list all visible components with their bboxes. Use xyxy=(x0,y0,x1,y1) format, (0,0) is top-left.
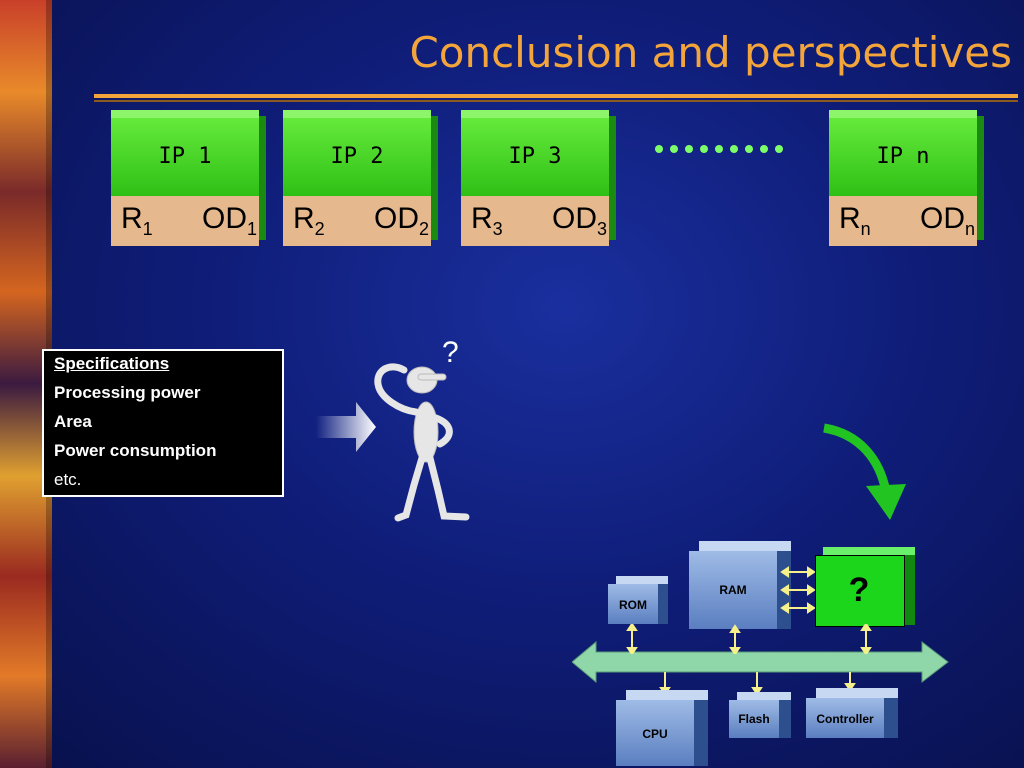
bus-connector-arrows xyxy=(626,624,872,654)
controller-block: Controller xyxy=(806,688,898,738)
specifications-heading: Specifications xyxy=(54,354,170,373)
od-label: OD1 xyxy=(201,202,257,239)
spec-item: Power consumption xyxy=(54,441,217,460)
curved-arrow-icon xyxy=(823,423,906,520)
od-label: ODn xyxy=(919,202,975,239)
specifications-box: Specifications Processing power Area Pow… xyxy=(42,349,284,497)
ip-label: IP 3 xyxy=(508,144,562,169)
reliability-label: R1 xyxy=(121,202,153,239)
reliability-label: R2 xyxy=(293,202,325,239)
ip-block-1: IP 1 R1 OD1 xyxy=(111,110,266,246)
ip-block-2: IP 2 R2 OD2 xyxy=(283,110,438,246)
flash-block: Flash xyxy=(729,692,791,738)
double-arrows-icon xyxy=(780,566,816,614)
reliability-label: R3 xyxy=(471,202,503,239)
ram-block: RAM xyxy=(689,541,791,629)
slide-title: Conclusion and perspectives xyxy=(409,28,1012,77)
spec-item: etc. xyxy=(54,470,82,489)
ip-label: IP n xyxy=(876,144,930,169)
right-arrow-icon xyxy=(316,402,376,452)
cpu-block: CPU xyxy=(616,690,708,766)
ellipsis-dots xyxy=(655,140,805,153)
ip-block-3: IP 3 R3 OD3 xyxy=(461,110,616,246)
od-label: OD3 xyxy=(551,202,607,239)
thinking-person-icon xyxy=(374,363,470,522)
reliability-label: Rn xyxy=(839,202,871,239)
ip-block-n: IP n Rn ODn xyxy=(829,110,984,246)
unknown-ip-block: ? xyxy=(815,547,915,627)
spec-item: Area xyxy=(54,412,92,431)
ip-label: IP 1 xyxy=(158,144,212,169)
spec-item: Processing power xyxy=(54,383,201,402)
question-mark: ? xyxy=(442,336,459,369)
title-underline-shadow xyxy=(94,100,1018,102)
od-label: OD2 xyxy=(373,202,429,239)
title-underline xyxy=(94,94,1018,98)
ip-label: IP 2 xyxy=(330,144,384,169)
rom-block: ROM xyxy=(608,576,668,624)
